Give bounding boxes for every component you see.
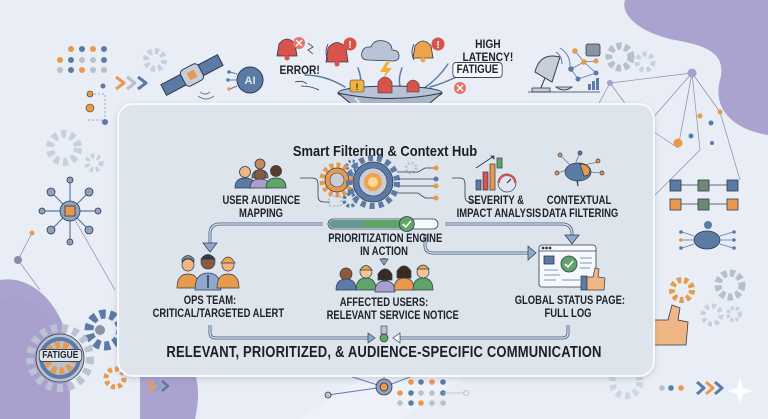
gear-cog-icon (319, 155, 418, 209)
dots-grid-bottom-center (397, 379, 469, 406)
fatigue-gear-label: FATIGUE (38, 349, 82, 362)
label-line-1: OPS TEAM: (183, 295, 237, 307)
ai-brain-icon: AI (226, 66, 264, 94)
chevrons-bottom-right (696, 380, 724, 396)
users-group-icon (335, 264, 434, 293)
chip-circuit-icon (38, 176, 102, 246)
sparkle-icon (727, 378, 753, 404)
hub-title: Smart Filtering & Context Hub (292, 143, 478, 160)
x-alert-icon (293, 37, 305, 49)
purple-blob-top-right (624, 0, 768, 135)
label-line-1: PRIORITIZATION ENGINE (328, 233, 443, 245)
label-line-2: DATA FILTERING (542, 208, 619, 220)
gear-decor-top-left (143, 48, 167, 72)
purple-blob-bottom-center (140, 373, 199, 419)
thumbs-up-icon (580, 267, 606, 291)
label-line-2: CRITICAL/TARGETED ALERT (152, 308, 285, 320)
label-line-1: SEVERITY & (468, 195, 524, 207)
label-line-2: FULL LOG (544, 308, 592, 320)
prioritization-progress-bar (327, 216, 439, 232)
outcome-banner: RELEVANT, PRIORITIZED, & AUDIENCE-SPECIF… (166, 344, 602, 361)
progress-fill-shade (329, 220, 364, 228)
latency-line-1: HIGH (475, 37, 501, 51)
label-line-1: USER AUDIENCE (222, 195, 301, 207)
brain-circuit-right-icon (679, 230, 736, 250)
network-web-right (589, 72, 741, 201)
satellite-icon (160, 54, 224, 96)
svg-text:AI: AI (245, 75, 256, 87)
brain-network-icon (554, 150, 605, 187)
blockchain-cubes-icon (669, 179, 739, 211)
latency-line-2: LATENCY! (462, 50, 514, 64)
merge-node (379, 333, 389, 343)
storm-cloud-icon (361, 40, 400, 80)
label-line-2: MAPPING (238, 208, 283, 220)
error-alert-label: ERROR! (279, 63, 320, 77)
svg-text:!: ! (348, 40, 351, 51)
exclamation-icon-2: ! (431, 37, 445, 51)
fatigue-badge: FATIGUE (452, 62, 503, 78)
bar-chart-gauge-icon (475, 155, 517, 193)
svg-text:!: ! (356, 82, 359, 92)
label-line-2: IN ACTION (360, 246, 408, 258)
label-line-1: GLOBAL STATUS PAGE: (514, 295, 626, 307)
label-line-1: AFFECTED USERS: (339, 297, 429, 309)
label-line-1: CONTEXTUAL (546, 195, 612, 207)
user-audience-mapping-label: USER AUDIENCE MAPPING (222, 195, 301, 221)
high-latency-alert-label: HIGH LATENCY! (462, 38, 513, 64)
label-line-2: IMPACT ANALYSIS (456, 208, 542, 220)
label-line-2: RELEVANT SERVICE NOTICE (326, 310, 459, 322)
contextual-filtering-label: CONTEXTUAL DATA FILTERING (542, 195, 619, 221)
ops-team-icon (176, 254, 240, 291)
exclamation-icon: ! (343, 37, 357, 51)
x-alert-icon-2 (454, 82, 466, 94)
svg-text:!: ! (436, 40, 439, 51)
chevrons-top-left (115, 75, 148, 91)
dots-grid-top-left (57, 46, 107, 73)
chevrons-bottom-left (147, 380, 170, 392)
ops-team-label: OPS TEAM: CRITICAL/TARGETED ALERT (152, 295, 285, 321)
check-circle-icon (398, 216, 415, 232)
bell-alert-icon (276, 38, 298, 61)
global-status-page-label: GLOBAL STATUS PAGE: FULL LOG (514, 295, 626, 321)
severity-impact-label: SEVERITY & IMPACT ANALYSIS (456, 195, 542, 221)
prioritization-engine-label: PRIORITIZATION ENGINE IN ACTION (328, 233, 443, 259)
people-group-icon (234, 158, 287, 189)
satellite-dish-icon (531, 47, 571, 93)
affected-users-label: AFFECTED USERS: RELEVANT SERVICE NOTICE (326, 297, 459, 323)
bell-warning-orange-icon (412, 40, 434, 63)
thumbs-up-orange-icon (651, 304, 689, 346)
